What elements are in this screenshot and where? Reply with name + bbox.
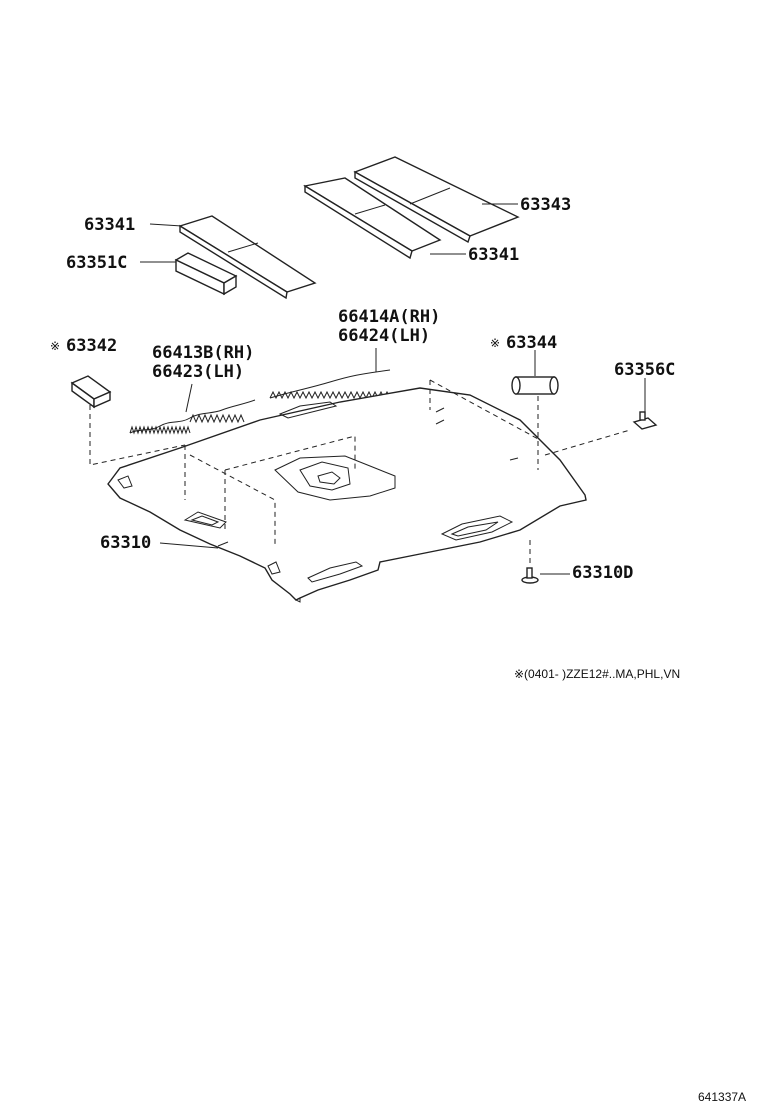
label-63342: 63342 (66, 336, 117, 356)
part-63343-pad (353, 156, 520, 244)
part-63341-pad-right (303, 177, 442, 260)
label-63343: 63343 (520, 195, 571, 215)
label-63341-right: 63341 (468, 245, 519, 265)
label-66414a: 66414A(RH) (338, 307, 440, 327)
part-63341-pad-left (178, 215, 317, 300)
part-66414a-harness (269, 369, 391, 400)
part-63310d-screw (521, 567, 539, 584)
label-63351c: 63351C (66, 253, 127, 273)
label-63310: 63310 (100, 533, 151, 553)
label-66424: 66424(LH) (338, 326, 430, 346)
label-63344: 63344 (506, 333, 557, 353)
asterisk-mark-63342: ※ (50, 339, 60, 353)
part-63351c-block (174, 252, 238, 296)
part-63342-block (70, 375, 112, 409)
label-63356c: 63356C (614, 360, 675, 380)
asterisk-mark-63344: ※ (490, 336, 500, 350)
applicability-footnote: ※(0401- )ZZE12#..MA,PHL,VN (514, 667, 680, 681)
label-66413b: 66413B(RH) (152, 343, 254, 363)
label-63341-left: 63341 (84, 215, 135, 235)
part-63310-headliner (107, 387, 587, 603)
figure-code: 641337A (698, 1090, 746, 1104)
leader-lines (140, 203, 646, 575)
assembly-dashed-lines (89, 379, 631, 566)
label-63310d: 63310D (572, 563, 633, 583)
part-63344-cylinder (511, 376, 559, 395)
label-66423: 66423(LH) (152, 362, 244, 382)
part-66413b-harness (129, 399, 256, 435)
part-63356c-clip (632, 411, 658, 430)
